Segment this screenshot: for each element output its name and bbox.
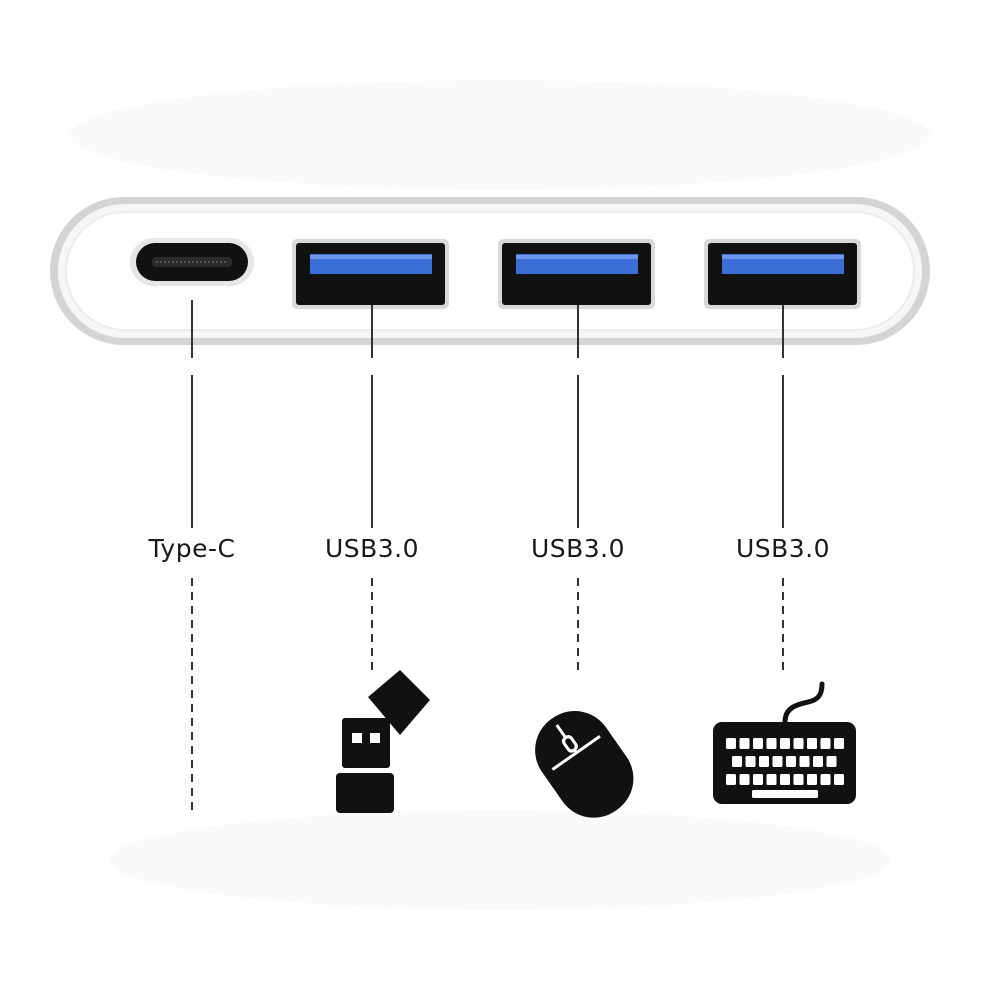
port-label-type-c: Type-C xyxy=(148,534,236,563)
keyboard-key xyxy=(786,756,796,767)
port-label-usb-1: USB3.0 xyxy=(324,534,420,563)
keyboard-key xyxy=(766,738,777,749)
leader-lines xyxy=(191,300,784,528)
keyboard-key xyxy=(753,774,763,785)
keyboard-key xyxy=(759,756,769,767)
keyboard-key xyxy=(807,774,817,785)
keyboard-spacebar xyxy=(752,790,818,798)
keyboard-key xyxy=(745,756,756,767)
usb-a-port-2 xyxy=(498,239,655,309)
keyboard-icon xyxy=(713,681,856,804)
keyboard-key xyxy=(732,756,742,767)
type-c-port xyxy=(130,238,254,286)
keyboard-key xyxy=(826,756,837,767)
background-shadow xyxy=(110,810,890,910)
keyboard-key xyxy=(780,738,790,749)
keyboard-key xyxy=(772,756,783,767)
keyboard-key xyxy=(834,774,844,785)
keyboard-key xyxy=(766,774,777,785)
usb-a-port-1 xyxy=(292,239,449,309)
keyboard-key xyxy=(780,774,790,785)
dashed-leader-lines xyxy=(191,578,784,812)
keyboard-key xyxy=(820,738,831,749)
keyboard-key xyxy=(739,738,750,749)
keyboard-key xyxy=(834,738,844,749)
keyboard-key xyxy=(739,774,750,785)
usb-flash-drive-icon xyxy=(336,670,430,813)
keyboard-key xyxy=(820,774,831,785)
port-label-usb-2: USB3.0 xyxy=(530,534,626,563)
keyboard-key xyxy=(799,756,810,767)
keyboard-key xyxy=(726,738,736,749)
keyboard-key xyxy=(813,756,823,767)
keyboard-key xyxy=(753,738,763,749)
keyboard-key xyxy=(726,774,736,785)
mouse-icon xyxy=(535,711,634,818)
keyboard-key xyxy=(807,738,817,749)
background-shadow xyxy=(70,80,930,190)
port-label-usb-3: USB3.0 xyxy=(735,534,831,563)
usb-a-port-3 xyxy=(704,239,861,309)
keyboard-key xyxy=(793,738,804,749)
keyboard-key xyxy=(793,774,804,785)
